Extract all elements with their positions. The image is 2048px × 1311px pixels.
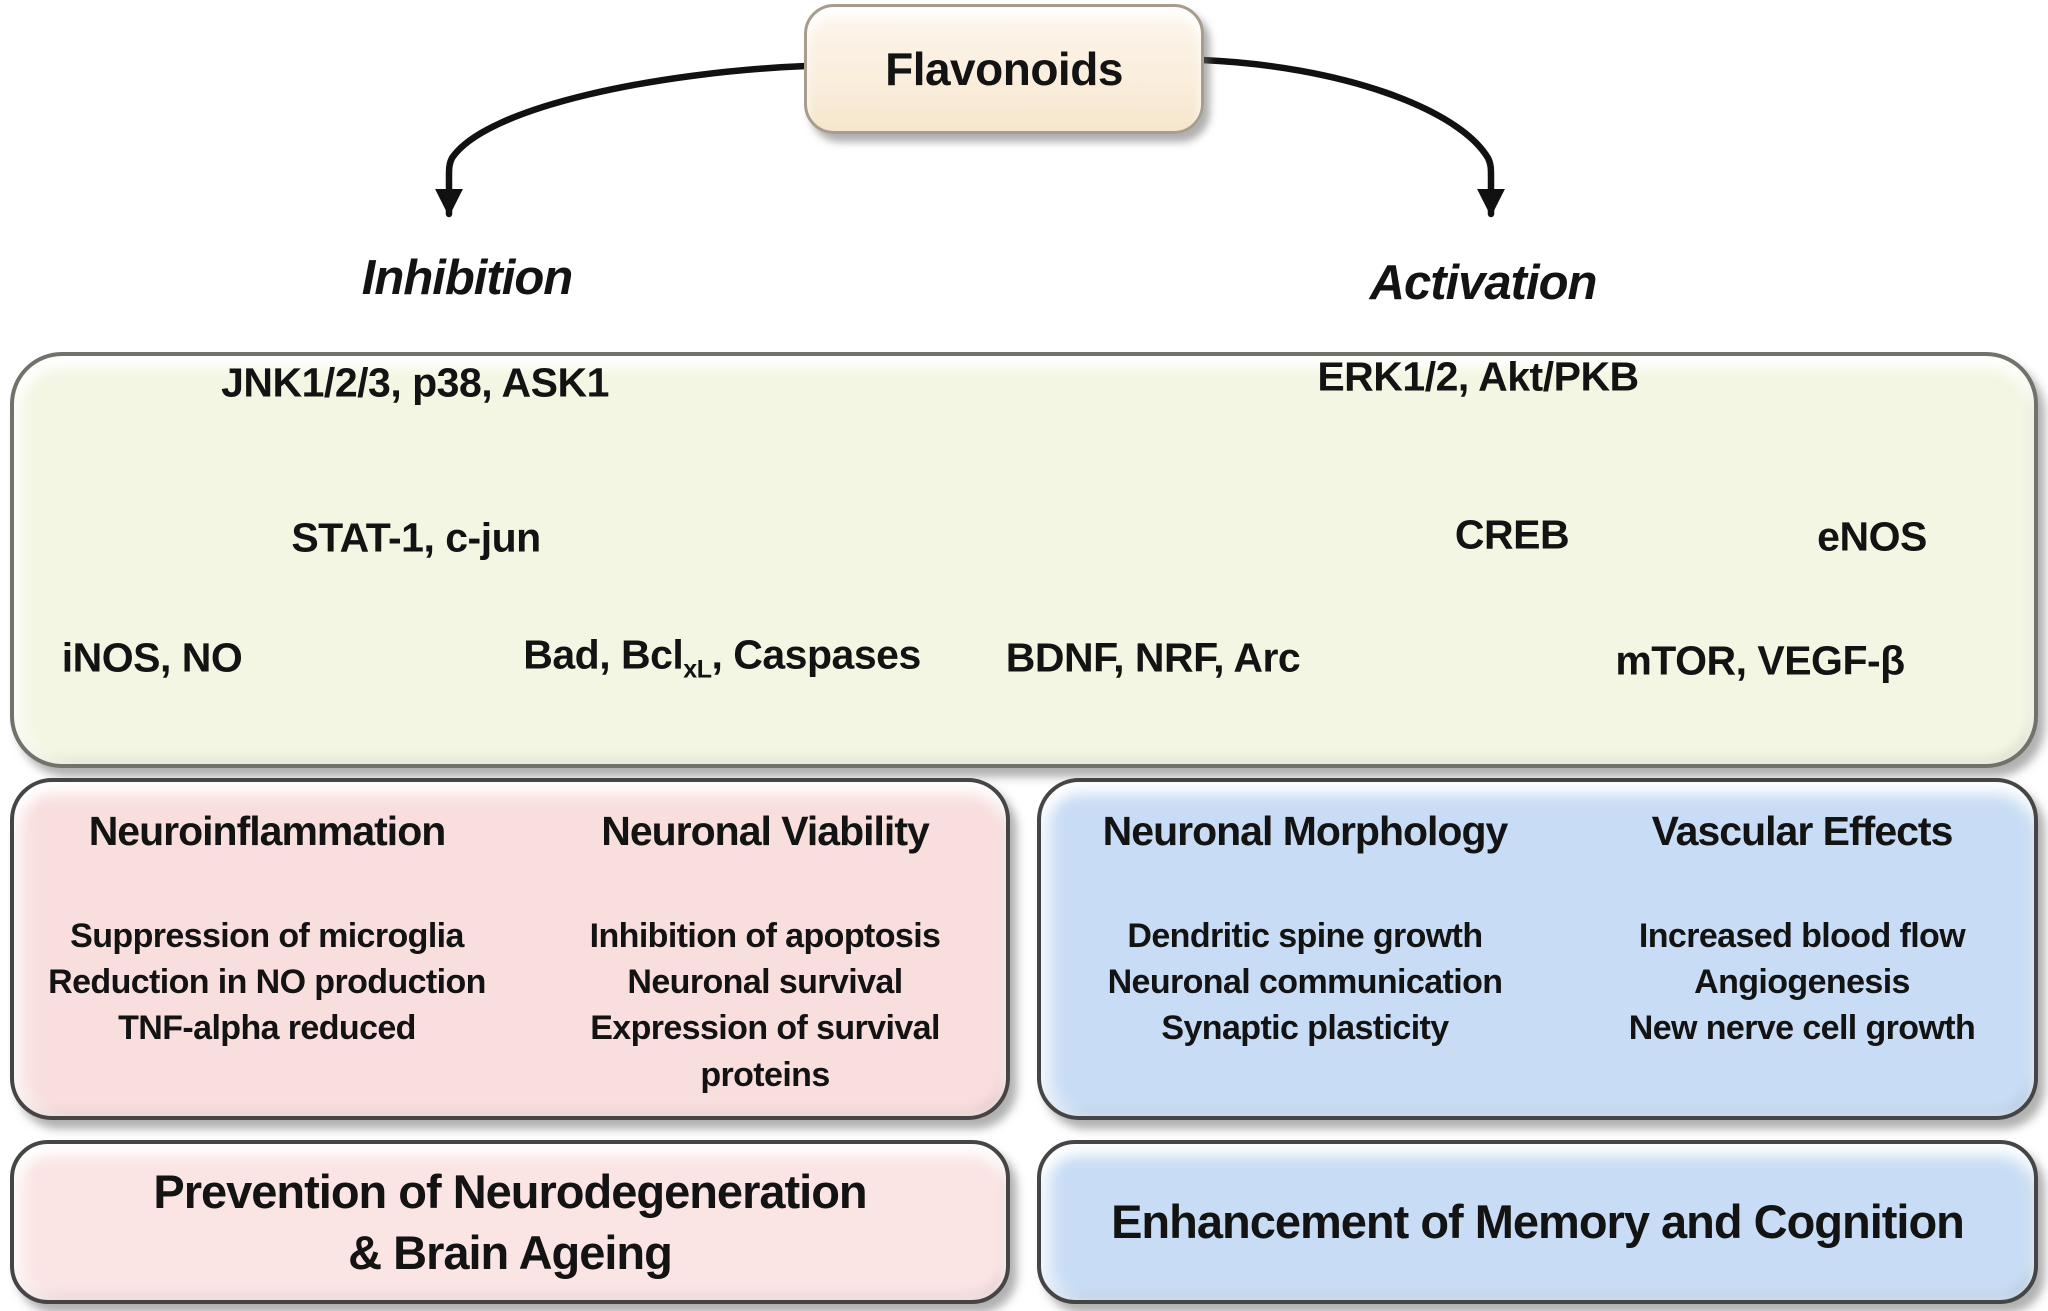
node-bad-bclxl-caspases: Bad, BclxL, Caspases	[523, 631, 921, 684]
node-bdnf-nrf-arc: BDNF, NRF, Arc	[1005, 634, 1301, 681]
flavonoids-label: Flavonoids	[885, 43, 1123, 95]
outcome-item: Neuronal communication	[1107, 963, 1503, 1002]
vascular-effects-column: Vascular Effects Increased blood flow An…	[1573, 808, 2031, 1052]
prevention-line2: & Brain Ageing	[348, 1226, 673, 1279]
bad-label-pre: Bad, Bcl	[523, 631, 684, 678]
node-mtor-vegf: mTOR, VEGF-β	[1615, 637, 1905, 684]
branch-label-activation: Activation	[1369, 256, 1598, 310]
bad-label-subscript: xL	[683, 655, 712, 684]
node-enos: eNOS	[1817, 513, 1927, 560]
outcome-item: Increased blood flow	[1638, 917, 1966, 955]
neuroinflammation-title: Neuroinflammation	[88, 808, 447, 854]
signaling-panel	[10, 352, 2038, 768]
memory-cognition-label: Enhancement of Memory and Cognition	[1111, 1195, 1965, 1249]
node-jnk-p38-ask1: JNK1/2/3, p38, ASK1	[221, 359, 609, 406]
outcome-item: Dendritic spine growth	[1127, 917, 1483, 955]
neuronal-viability-title: Neuronal Viability	[601, 808, 930, 854]
outcome-item: TNF-alpha reduced	[118, 1009, 416, 1048]
outcome-item: New nerve cell growth	[1628, 1009, 1976, 1048]
node-stat1-cjun: STAT-1, c-jun	[291, 514, 541, 561]
branch-label-inhibition: Inhibition	[361, 251, 573, 305]
neuronal-morphology-column: Neuronal Morphology Dendritic spine grow…	[1049, 808, 1561, 1052]
arrow-flavonoids-to-inhibition	[435, 62, 810, 218]
node-inos-no: iNOS, NO	[61, 634, 243, 681]
node-creb: CREB	[1454, 511, 1570, 558]
neuroinflammation-column: Neuroinflammation Suppression of microgl…	[20, 808, 514, 1052]
prevention-neurodegeneration-box: Prevention of Neurodegeneration & Brain …	[10, 1140, 1010, 1304]
memory-cognition-box: Enhancement of Memory and Cognition	[1037, 1140, 2038, 1304]
neuronal-viability-column: Neuronal Viability Inhibition of apoptos…	[526, 808, 1004, 1098]
outcome-item: Reduction in NO production	[48, 963, 486, 1002]
vascular-effects-title: Vascular Effects	[1651, 808, 1954, 854]
outcome-item: Synaptic plasticity	[1161, 1009, 1449, 1048]
bad-label-post: , Caspases	[711, 631, 921, 678]
neuronal-morphology-title: Neuronal Morphology	[1102, 808, 1509, 854]
prevention-line1: Prevention of Neurodegeneration	[153, 1164, 867, 1218]
activation-outcomes-panel: Neuronal Morphology Dendritic spine grow…	[1037, 778, 2038, 1120]
arrow-flavonoids-to-activation	[1198, 56, 1505, 218]
outcome-item: Inhibition of apoptosis	[589, 917, 941, 955]
flavonoids-box: Flavonoids	[804, 4, 1204, 134]
outcome-item: Neuronal survival	[627, 963, 903, 1002]
outcome-item: Angiogenesis	[1694, 963, 1910, 1002]
outcome-item: Suppression of microglia	[70, 917, 464, 955]
node-erk-akt-pkb: ERK1/2, Akt/PKB	[1317, 353, 1639, 400]
outcome-item: Expression of survival proteins	[590, 1009, 940, 1094]
inhibition-outcomes-panel: Neuroinflammation Suppression of microgl…	[10, 778, 1010, 1120]
